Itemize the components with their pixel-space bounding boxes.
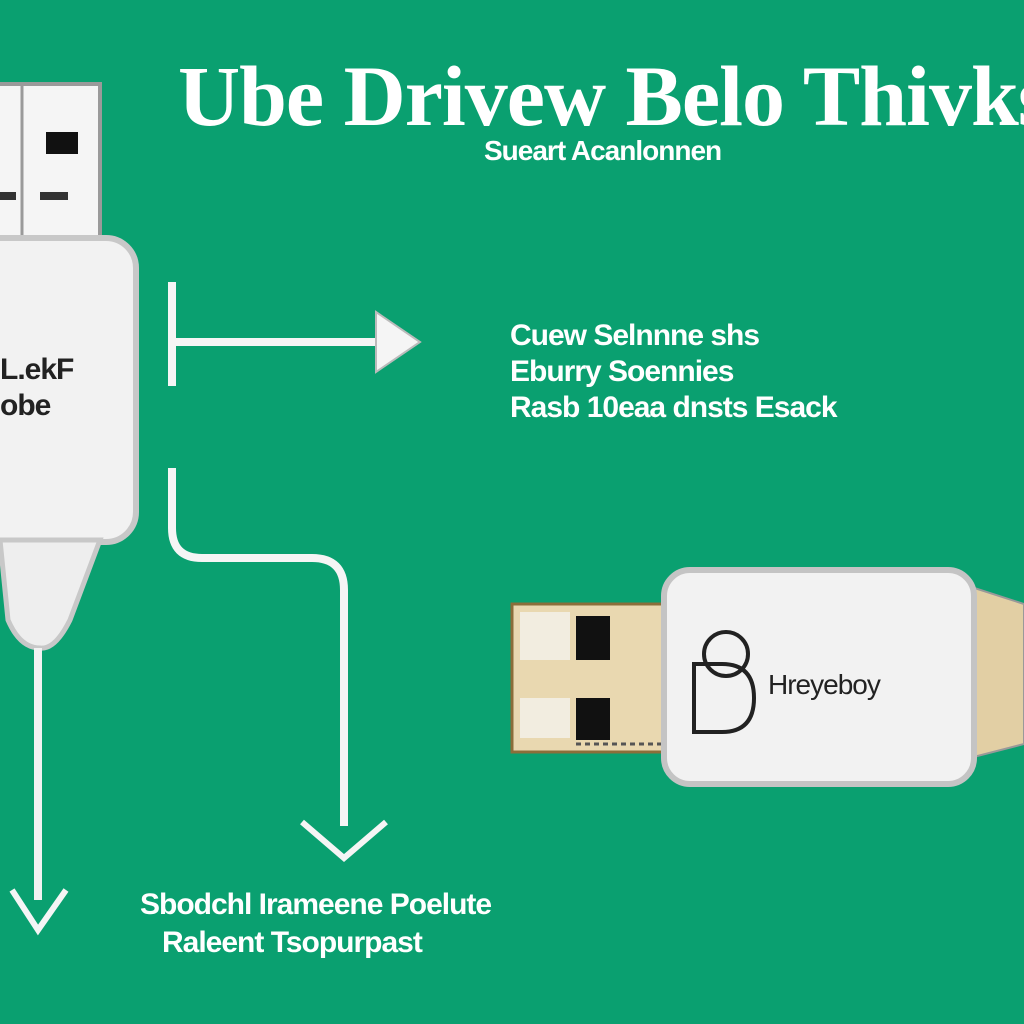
page-title: Ube Drivew Belo Thivks	[178, 48, 1024, 144]
callout-line-3: Rasb 10eaa dnsts Esack	[510, 391, 838, 424]
callout-line-1: Cuew Selnnne shs	[510, 319, 760, 352]
callout-text: Cuew Selnnne shs Eburry Soennies Rasb 10…	[510, 318, 930, 426]
arrow-down-icon	[168, 468, 388, 862]
left-plug-label: L.ekF obe	[0, 352, 86, 424]
page-subtitle: Sueart Acanlonnen	[484, 135, 722, 166]
arrow-right-icon	[168, 282, 422, 386]
usb-flash-drive-icon	[510, 567, 1024, 787]
callout-line-2: Eburry Soennies	[510, 355, 734, 388]
left-plug-label-line-2: obe	[0, 389, 51, 422]
left-plug-label-line-1: L.ekF	[0, 353, 74, 386]
footer-line-1: Sbodchl Irameene Poelute	[140, 888, 492, 921]
footer-line-2: Raleent Tsopurpast	[162, 926, 423, 959]
footer-text: Sbodchl Irameene Poelute Raleent Tsopurp…	[140, 886, 660, 962]
flash-drive-label: Hreyeboy	[768, 669, 881, 700]
usb-cable-plug-icon	[0, 82, 139, 936]
